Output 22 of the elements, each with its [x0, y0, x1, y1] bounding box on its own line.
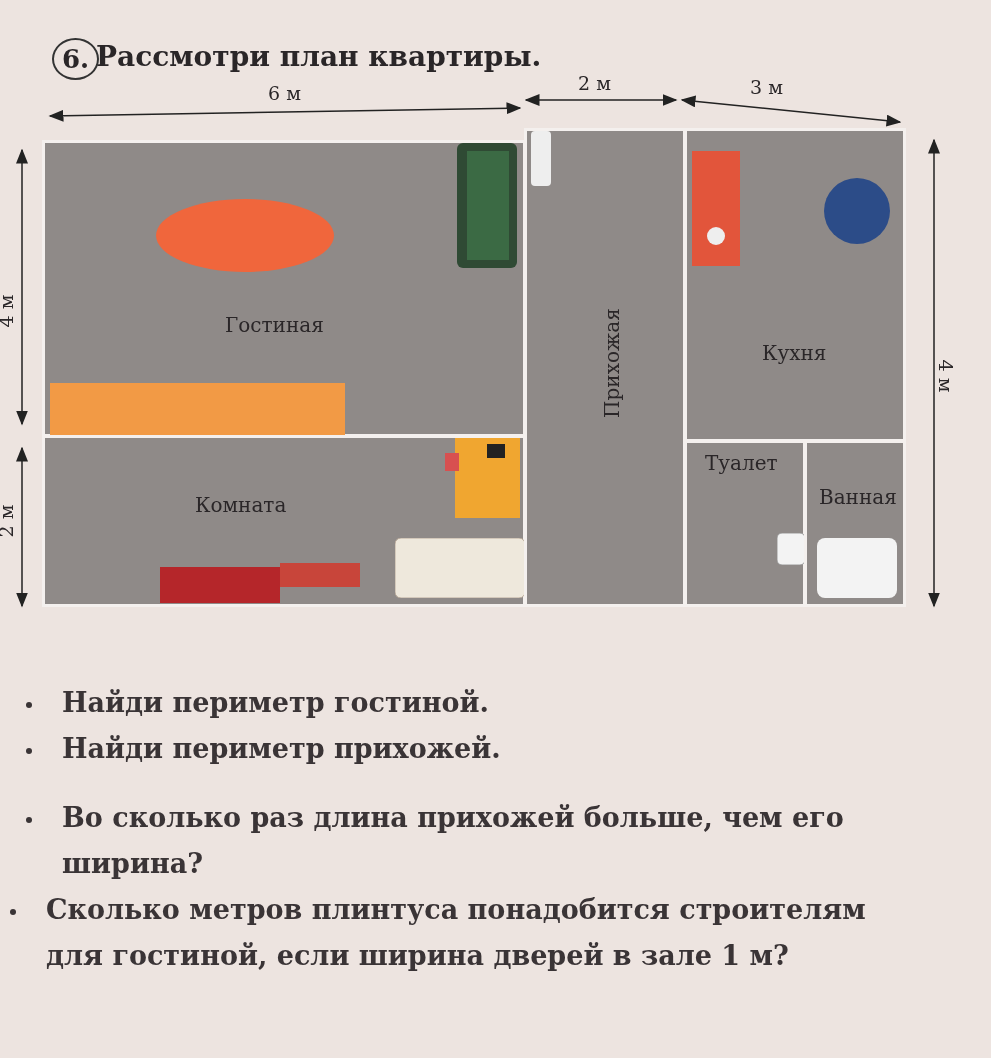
dimension-label: 2 м	[578, 72, 611, 94]
room-name: Ванная	[819, 485, 897, 509]
dimension-label: 2 м	[0, 504, 18, 538]
dimension-label: 3 м	[750, 76, 783, 98]
room-name: Комната	[195, 493, 287, 517]
question-text: Найди периметр прихожей.	[62, 732, 502, 766]
dimension-label: 4 м	[0, 294, 18, 328]
room-area	[42, 140, 526, 437]
question-text: Найди периметр гостиной.	[62, 686, 490, 720]
room-area	[804, 440, 906, 607]
room-name: Кухня	[762, 341, 827, 365]
room-name: Гостиная	[225, 313, 324, 337]
room-area	[684, 440, 806, 607]
room-name: Туалет	[705, 451, 778, 475]
room-name: Прихожая	[599, 308, 624, 418]
question-text: Сколько метров плинтуса понадобится строителям для гостиной, если ширина дверей в зале 1 м?	[46, 893, 867, 973]
dimension-label: 6 м	[268, 82, 301, 104]
question-text: Во сколько раз длина прихожей больше, чем его ширина?	[62, 801, 845, 881]
room-area	[684, 128, 906, 442]
dimension-label: 4 м	[935, 359, 958, 393]
room-area	[524, 128, 686, 607]
room-area	[42, 435, 526, 607]
